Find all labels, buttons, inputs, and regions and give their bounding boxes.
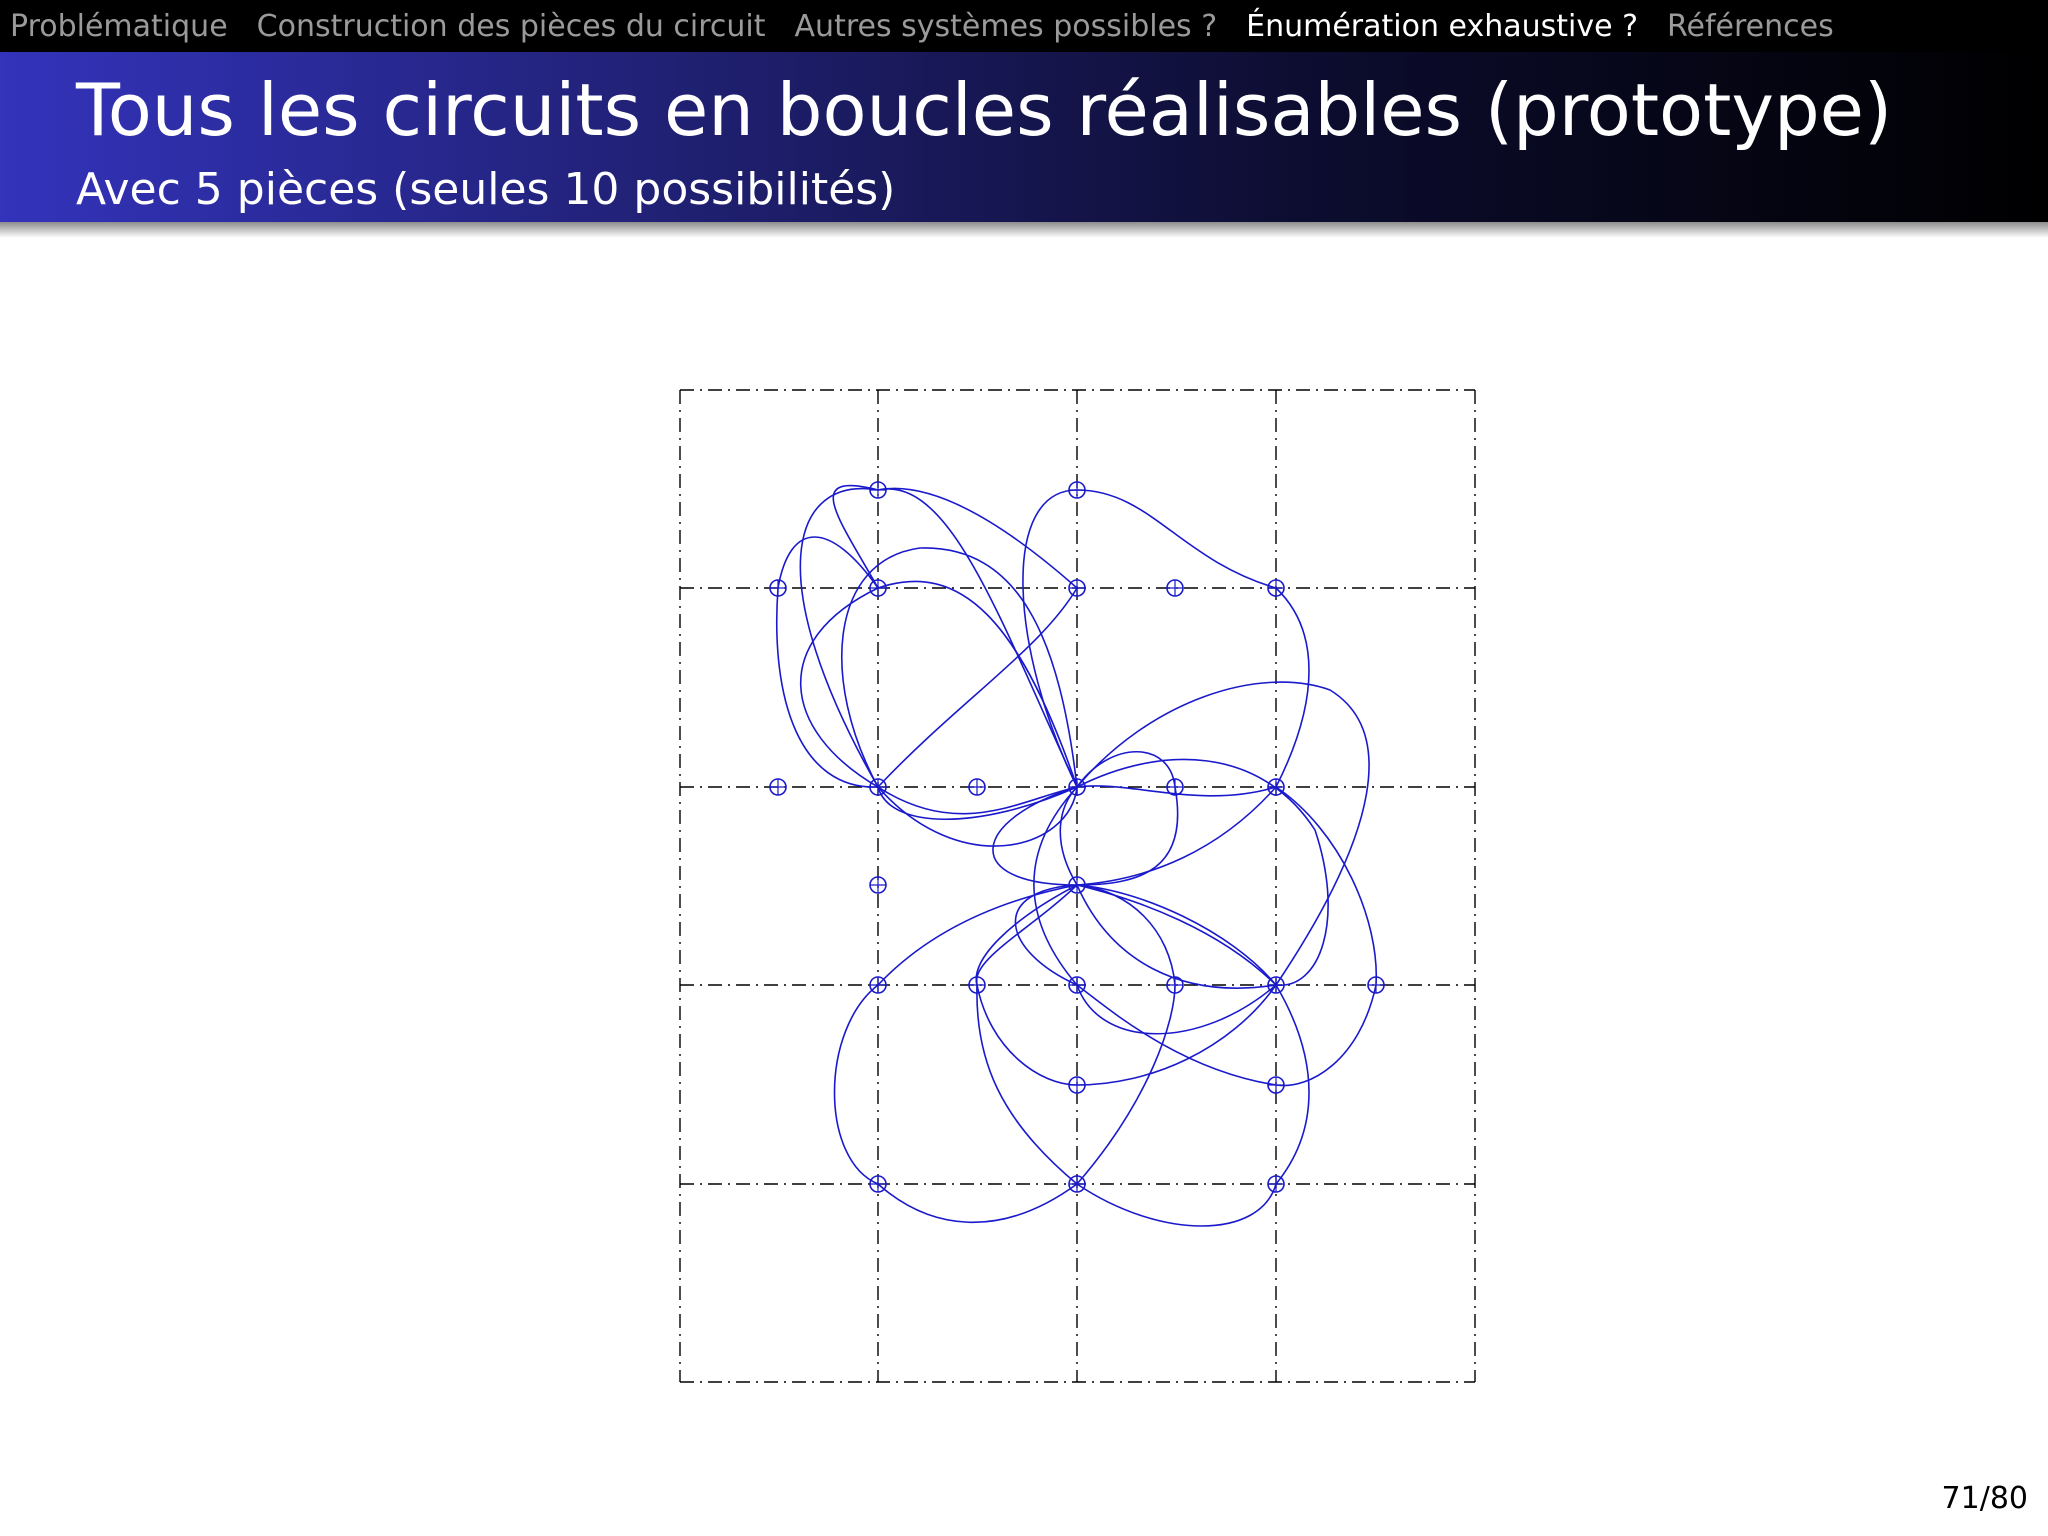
loop-curve [1033,681,1370,1035]
nav-item-autres-systemes[interactable]: Autres systèmes possibles ? [794,8,1218,44]
loop-curves [775,484,1378,1227]
slide-title: Tous les circuits en boucles réalisables… [76,68,1893,152]
loop-curve [799,580,1078,821]
page-number: 71/80 [1941,1481,2028,1516]
loop-curve [1014,785,1378,1087]
slide-subtitle: Avec 5 pièces (seules 10 possibilités) [76,164,896,215]
loop-curve [975,884,1310,1227]
loop-curve [840,547,1078,815]
title-banner: Tous les circuits en boucles réalisables… [0,52,2048,222]
loop-curve [833,884,1176,1224]
title-shadow [0,222,2048,238]
loop-curve [992,751,1179,886]
loop-curve [1059,758,1329,989]
node-crosshair [770,482,1384,1192]
nav-item-problematique[interactable]: Problématique [10,8,228,44]
loop-curve [775,484,1079,788]
loop-curve [975,884,1278,1086]
loop-curve [1022,489,1310,797]
nav-item-enumeration[interactable]: Énumération exhaustive ? [1246,8,1638,44]
loop-curve [799,487,1078,847]
nav-item-construction[interactable]: Construction des pièces du circuit [256,8,766,44]
nav-item-references[interactable]: Références [1667,8,1834,44]
node-crosshairs [770,482,1384,1192]
section-navbar: Problématique Construction des pièces du… [0,0,2048,52]
